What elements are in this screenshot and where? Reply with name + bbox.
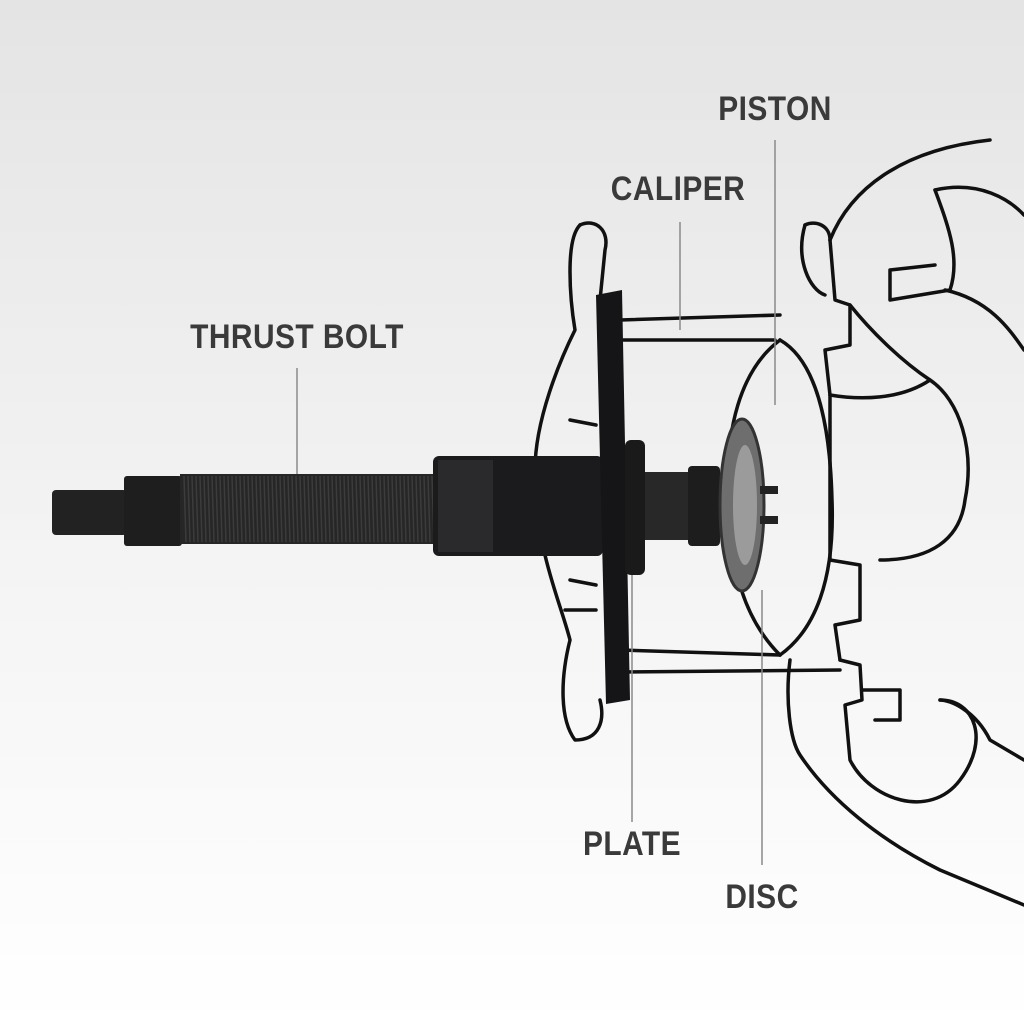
label-piston: PISTON xyxy=(718,90,832,128)
thread-line xyxy=(407,475,411,543)
thread-line xyxy=(299,475,303,543)
washer xyxy=(625,440,645,575)
inner-nut xyxy=(688,466,720,546)
label-plate: PLATE xyxy=(582,825,682,863)
thread-line xyxy=(311,475,315,543)
thread-line xyxy=(355,475,359,543)
caliper-outline xyxy=(533,138,1024,907)
thread-line xyxy=(379,475,383,543)
label-thrust-bolt: THRUST BOLT xyxy=(190,318,404,356)
thread-line xyxy=(207,475,211,543)
thread-line xyxy=(415,475,419,543)
inner-thread xyxy=(645,472,690,540)
thread-line xyxy=(247,475,251,543)
thread-line xyxy=(411,475,415,543)
thread-line xyxy=(231,475,235,543)
thread-line xyxy=(251,475,255,543)
thread-line xyxy=(223,475,227,543)
thread-line xyxy=(387,475,391,543)
disc-face xyxy=(733,445,757,565)
thread-line xyxy=(351,475,355,543)
pin xyxy=(760,516,778,524)
thread-line xyxy=(323,475,327,543)
thread-line xyxy=(255,475,259,543)
plate xyxy=(596,290,630,704)
thread-line xyxy=(211,475,215,543)
thread-line xyxy=(327,475,331,543)
thread-line xyxy=(275,475,279,543)
thread-line xyxy=(371,475,375,543)
thread-line xyxy=(259,475,263,543)
thread-line xyxy=(283,475,287,543)
thread-line xyxy=(339,475,343,543)
thread-line xyxy=(263,475,267,543)
thread-line xyxy=(183,475,187,543)
thread-line xyxy=(399,475,403,543)
thread-line xyxy=(279,475,283,543)
thread-line xyxy=(391,475,395,543)
thread-line xyxy=(331,475,335,543)
thread-line xyxy=(191,475,195,543)
thread-line xyxy=(363,475,367,543)
thread-line xyxy=(203,475,207,543)
thread-line xyxy=(367,475,371,543)
piston-tool xyxy=(52,290,778,704)
thread-line xyxy=(271,475,275,543)
thread-line xyxy=(219,475,223,543)
thread-lines xyxy=(183,475,435,543)
thread-line xyxy=(403,475,407,543)
thread-line xyxy=(295,475,299,543)
thread-line xyxy=(267,475,271,543)
thread-line xyxy=(239,475,243,543)
thread-line xyxy=(235,475,239,543)
pin xyxy=(760,486,778,494)
thread-line xyxy=(343,475,347,543)
thread-line xyxy=(227,475,231,543)
thread-line xyxy=(287,475,291,543)
thread-line xyxy=(359,475,363,543)
thread-line xyxy=(319,475,323,543)
thread-line xyxy=(335,475,339,543)
thread-line xyxy=(423,475,427,543)
thread-line xyxy=(419,475,423,543)
thread-line xyxy=(347,475,351,543)
thread-line xyxy=(291,475,295,543)
hex-nut xyxy=(124,476,182,546)
thread-line xyxy=(187,475,191,543)
thread-line xyxy=(395,475,399,543)
label-caliper: CALIPER xyxy=(610,170,746,208)
thread-line xyxy=(383,475,387,543)
label-disc: DISC xyxy=(725,878,799,916)
thread-line xyxy=(243,475,247,543)
hex-drive-tip xyxy=(52,490,127,535)
thread-line xyxy=(427,475,431,543)
knurl xyxy=(438,460,493,552)
thread-line xyxy=(199,475,203,543)
leader-lines xyxy=(296,140,776,865)
thread-line xyxy=(215,475,219,543)
thread-line xyxy=(375,475,379,543)
thread-line xyxy=(315,475,319,543)
thread-line xyxy=(303,475,307,543)
thread-line xyxy=(307,475,311,543)
thread-line xyxy=(195,475,199,543)
